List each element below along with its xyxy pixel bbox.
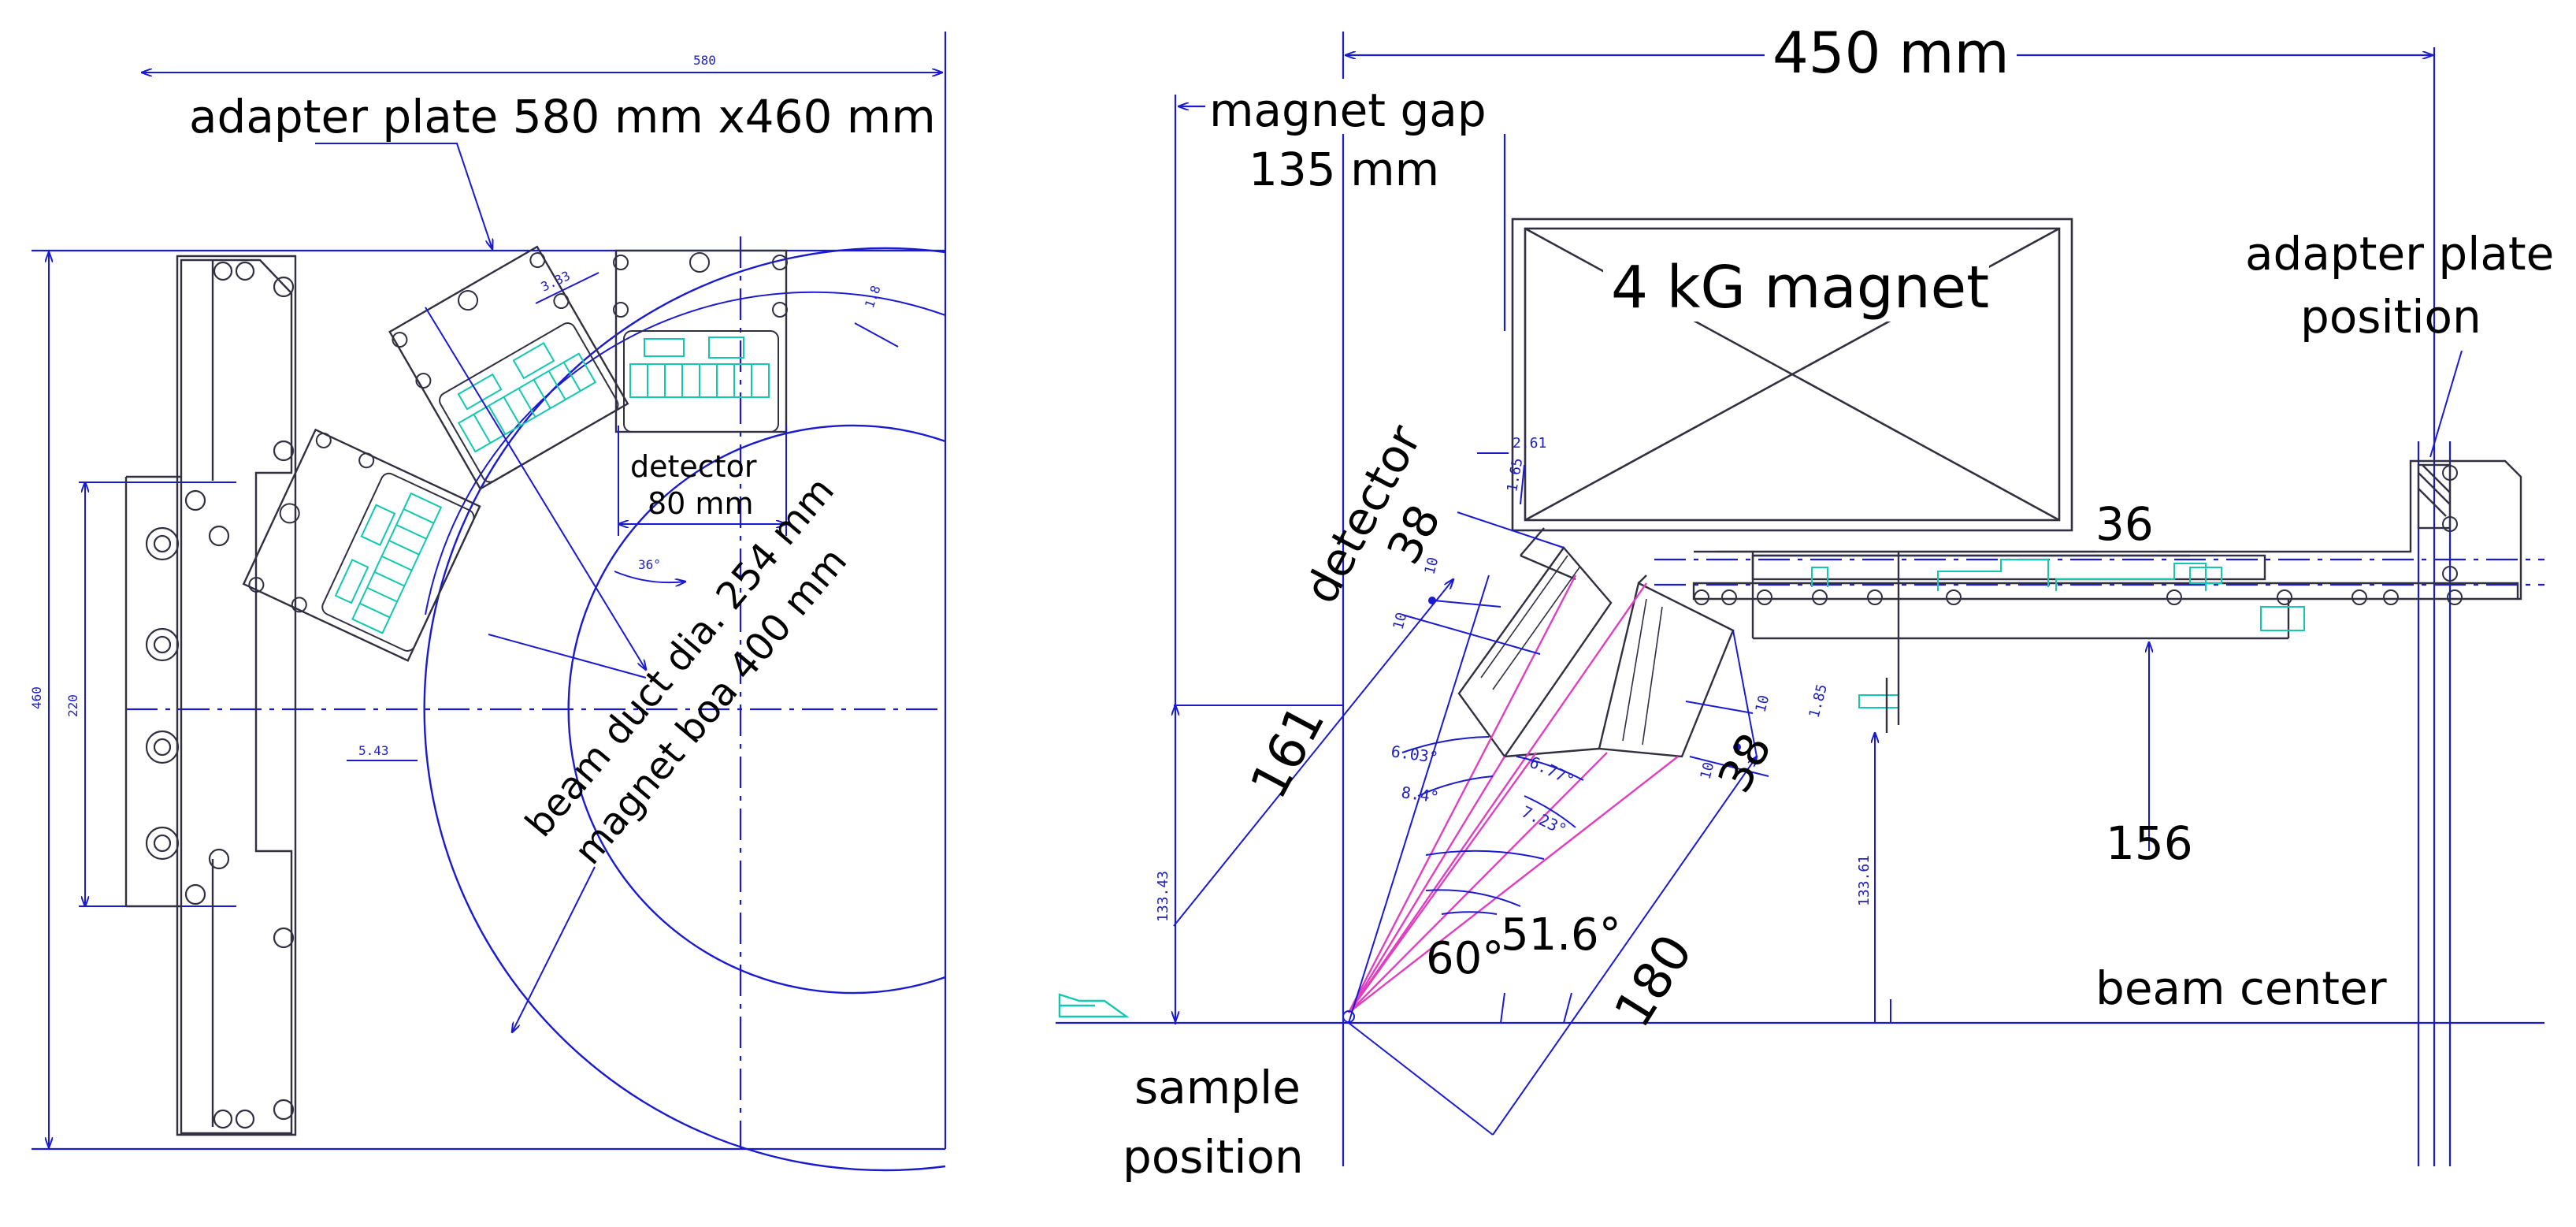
- dim-36-text: 36: [2095, 497, 2154, 551]
- left-plate-bars: [124, 255, 297, 1136]
- dim-156-text: 156: [2106, 816, 2193, 870]
- distance-lines: [1174, 452, 2149, 1136]
- dim-1-85-text: 1.85: [1806, 682, 1832, 719]
- bore-leaders: [425, 307, 646, 1032]
- detector-module-lower: [242, 428, 481, 662]
- beam-duct-label: beam duct dia. 254 mm: [517, 469, 843, 846]
- angle-8-4-text: 8.4°: [1400, 783, 1440, 806]
- dim-2-61-text: 2.61: [1513, 435, 1546, 452]
- right-reference-lines: [1056, 32, 2544, 1166]
- dim-220-text: 220: [65, 694, 80, 717]
- adapter-pos-line1: adapter plate: [2245, 227, 2554, 281]
- beam-center-label: beam center: [2095, 961, 2387, 1015]
- dimension-220: 220: [65, 482, 236, 907]
- left-view: 580 460 220 adapter plate 580 mm x460 mm: [29, 32, 947, 1172]
- dim-5-43-text: 5.43: [358, 743, 389, 758]
- dim-450-text: 450 mm: [1772, 20, 2010, 86]
- dim-1-65-text: 1.65: [1504, 457, 1526, 493]
- magnet-gap-line2: 135 mm: [1249, 143, 1439, 196]
- rail-bolts: [1694, 465, 2463, 605]
- dim-10-c-text: 10: [1753, 693, 1773, 714]
- dim-10-a-text: 10: [1422, 556, 1442, 576]
- left-detector-label-line1: detector: [630, 449, 757, 484]
- angle-60-text: 60°: [1426, 933, 1504, 984]
- right-view: 450 mm magnet gap 135 mm 4 kG magnet ada…: [1056, 20, 2554, 1184]
- dimension-460: 460: [29, 250, 181, 1147]
- beam-direction-arrow: [1058, 993, 1130, 1018]
- magnet-gap-line1: magnet gap: [1209, 84, 1487, 137]
- angle-6-03-text: 6.03°: [1390, 742, 1439, 767]
- adapter-plate-label: adapter plate 580 mm x460 mm: [189, 90, 936, 143]
- dim-3-33-text: 3.33: [539, 268, 573, 295]
- detector-wedges-inner: [1480, 555, 1663, 745]
- detector-module-middle: [388, 245, 629, 490]
- dim-161-text: 161: [1240, 696, 1337, 809]
- angle-6-77-text: 6.77°: [1527, 753, 1578, 790]
- dim-133-61-text: 133.61: [1856, 855, 1873, 906]
- sample-label-line1: sample: [1134, 1061, 1301, 1114]
- angle-51-6-text: 51.6°: [1501, 909, 1621, 961]
- dim-580-text: 580: [693, 53, 716, 68]
- dim-1-8-text: 1.8: [862, 284, 884, 310]
- rail-electronics: [1811, 559, 2305, 708]
- left-detector-label-line2: 80 mm: [648, 486, 753, 521]
- beam-rail: [1692, 459, 2522, 640]
- dim-10-b-text: 10: [1390, 611, 1411, 631]
- dim-133-43-text: 133.43: [1155, 871, 1171, 922]
- det-38-b-text: 38: [1707, 724, 1782, 801]
- adapter-pos-line2: position: [2300, 290, 2481, 344]
- detector-module-top: [613, 249, 788, 433]
- scattering-rays: [1347, 574, 1679, 1013]
- sample-label-line2: position: [1123, 1130, 1304, 1184]
- dimension-580: 580: [142, 53, 942, 73]
- left-bolts: [145, 261, 295, 1129]
- dim-460-text: 460: [29, 686, 44, 709]
- magnet-label: 4 kG magnet: [1611, 254, 1989, 322]
- angle-arcs: [1401, 736, 1584, 915]
- dim-36deg-text: 36°: [638, 557, 661, 572]
